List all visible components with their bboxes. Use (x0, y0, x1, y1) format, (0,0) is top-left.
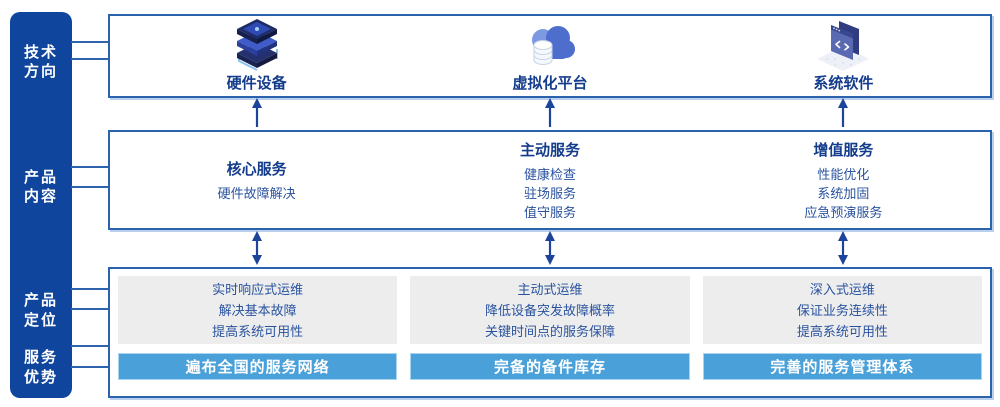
tech-label-hardware: 硬件设备 (226, 75, 287, 92)
position-line: 主动式运维 (517, 281, 583, 297)
connector-line (71, 41, 110, 43)
advantage-bar: 遍布全国的服务网络 (118, 353, 398, 380)
position-line: 解决基本故障 (218, 302, 297, 318)
up-arrow (838, 98, 848, 127)
position-line: 深入式运维 (809, 281, 875, 297)
double-arrow (252, 231, 262, 265)
connector-line (71, 345, 110, 347)
tech-col-hardware: 硬件设备 (110, 16, 403, 96)
connector-line (71, 288, 110, 290)
connector-line (71, 308, 110, 310)
tech-direction-box: 硬件设备 虚拟化平台 (108, 14, 992, 98)
advantage-bar: 完善的服务管理体系 (702, 353, 982, 380)
position-line: 实时响应式运维 (212, 281, 304, 297)
position-card: 实时响应式运维 解决基本故障 提高系统可用性 (118, 276, 398, 344)
position-line: 降低设备突发故障概率 (484, 302, 615, 318)
position-line: 提高系统可用性 (212, 323, 304, 339)
advantage-bar: 完备的备件库存 (410, 353, 690, 380)
up-arrow (252, 98, 262, 127)
position-card: 深入式运维 保证业务连续性 提高系统可用性 (702, 276, 982, 344)
content-item: 硬件故障解决 (217, 185, 296, 201)
cloud-database-icon (522, 19, 578, 71)
content-item: 健康检查 (523, 166, 576, 182)
tech-label-virtualization: 虚拟化平台 (512, 75, 588, 92)
product-position-box: 实时响应式运维 解决基本故障 提高系统可用性 遍布全国的服务网络 主动式运维 降… (108, 267, 992, 398)
content-col-core-service: 核心服务 硬件故障解决 (110, 132, 403, 228)
double-arrow (838, 231, 848, 265)
tech-col-virtualization: 虚拟化平台 (403, 16, 696, 96)
content-item: 系统加固 (817, 185, 870, 201)
position-line: 关键时间点的服务保障 (484, 323, 615, 339)
tech-label-software: 系统软件 (813, 75, 874, 92)
content-col-proactive-service: 主动服务 健康检查 驻场服务 值守服务 (403, 132, 696, 228)
content-header: 核心服务 (226, 160, 287, 178)
product-content-box: 核心服务 硬件故障解决 主动服务 健康检查 驻场服务 值守服务 增值服务 性能优… (108, 130, 992, 230)
double-arrow (545, 231, 555, 265)
content-item: 性能优化 (817, 166, 870, 182)
sidebar-label-tech-direction: 技术 方向 (23, 44, 58, 80)
content-header: 增值服务 (813, 141, 874, 159)
position-line: 提高系统可用性 (796, 323, 888, 339)
up-arrow (545, 98, 555, 127)
position-card: 主动式运维 降低设备突发故障概率 关键时间点的服务保障 (410, 276, 690, 344)
content-item: 应急预演服务 (804, 204, 883, 220)
tech-col-software: 系统软件 (697, 16, 990, 96)
software-window-icon (815, 19, 871, 71)
content-header: 主动服务 (519, 141, 580, 159)
sidebar-label-product-position: 产品 定位 (23, 292, 58, 329)
content-col-value-added-service: 增值服务 性能优化 系统加固 应急预演服务 (697, 132, 990, 228)
position-col-deep: 深入式运维 保证业务连续性 提高系统可用性 完善的服务管理体系 (702, 276, 982, 380)
server-stack-icon (231, 19, 283, 71)
sidebar-label-product-content: 产品 内容 (23, 169, 58, 205)
connector-line (71, 166, 110, 168)
sidebar: 技术 方向 产品 内容 产品 定位 服务 优势 (10, 12, 72, 398)
connector-line (71, 186, 110, 188)
position-col-realtime: 实时响应式运维 解决基本故障 提高系统可用性 遍布全国的服务网络 (118, 276, 398, 380)
sidebar-label-service-advantage: 服务 优势 (23, 349, 58, 386)
position-line: 保证业务连续性 (796, 302, 888, 318)
content-item: 值守服务 (523, 204, 576, 220)
connector-line (71, 366, 110, 368)
position-col-proactive: 主动式运维 降低设备突发故障概率 关键时间点的服务保障 完备的备件库存 (410, 276, 690, 380)
connector-line (71, 58, 110, 60)
content-item: 驻场服务 (523, 185, 576, 201)
